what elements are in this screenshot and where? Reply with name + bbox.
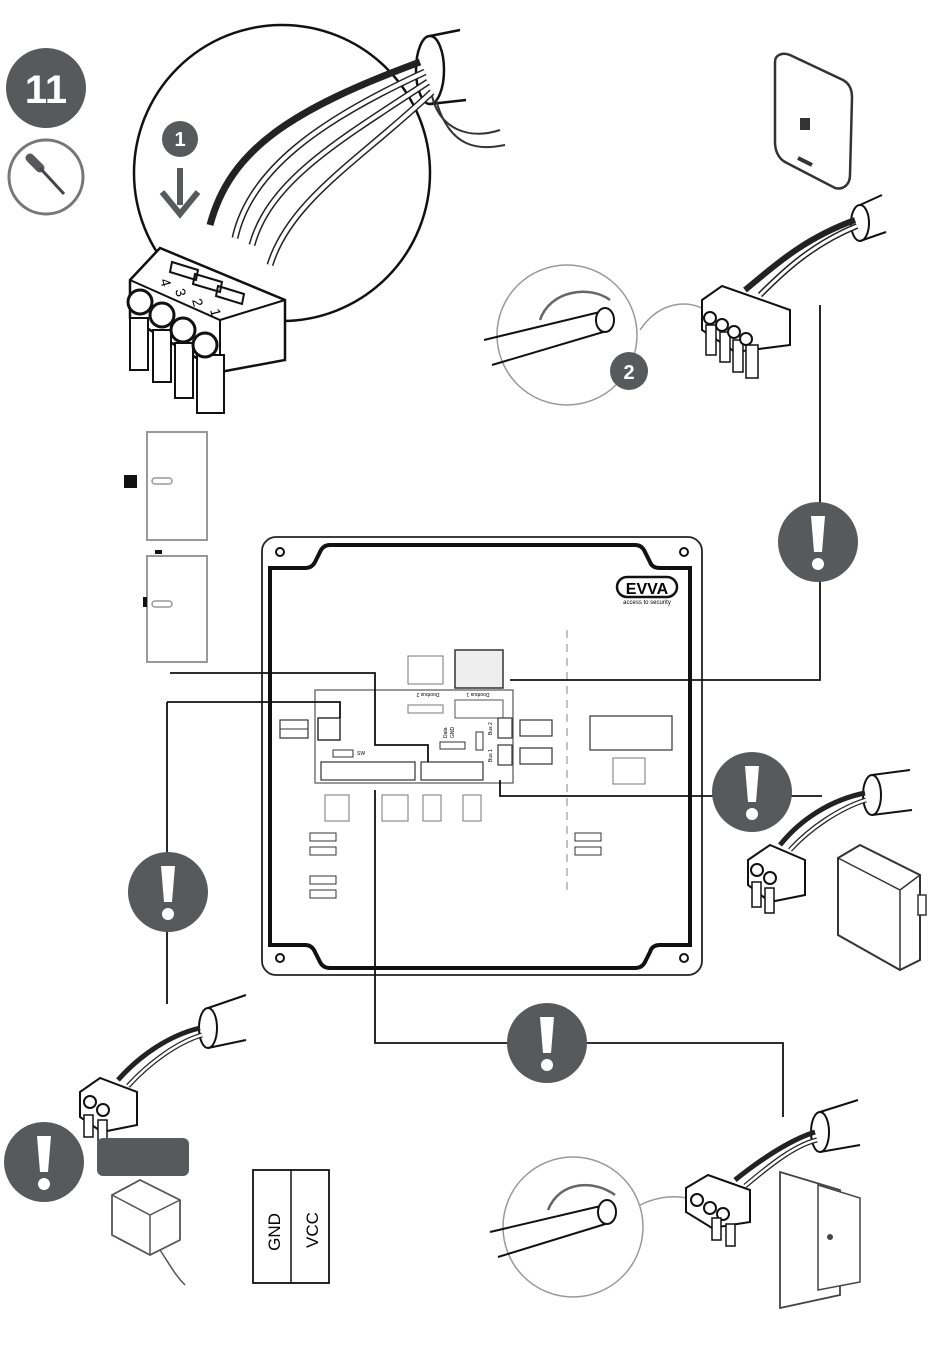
- svg-text:Bus 1: Bus 1: [488, 749, 494, 762]
- svg-text:SW: SW: [357, 751, 365, 757]
- svg-text:Bus 2: Bus 2: [488, 722, 494, 735]
- sw-cable-terminal: [80, 995, 246, 1142]
- svg-text:access to security: access to security: [623, 600, 671, 606]
- rotation-detail-bottom: [490, 1157, 695, 1297]
- reader-device: [775, 54, 852, 189]
- door-open-diagram: [143, 550, 207, 662]
- vcc-label: VCC: [303, 1212, 322, 1248]
- svg-text:2: 2: [623, 362, 634, 384]
- svg-text:Doorbus 2: Doorbus 2: [416, 691, 439, 697]
- warning-icon-network: [778, 502, 858, 582]
- door-closed-diagram: [124, 432, 207, 540]
- callout-2-badge: 2: [610, 352, 648, 390]
- power-label-bar: [97, 1138, 189, 1176]
- svg-text:EVVA: EVVA: [626, 581, 669, 598]
- evva-logo: EVVA access to security: [617, 577, 677, 606]
- svg-text:GND: GND: [450, 727, 456, 739]
- callout-1-badge: 1: [162, 121, 198, 157]
- terminal-block-top-right: [702, 195, 886, 378]
- step-number: 11: [25, 68, 67, 112]
- gnd-label: GND: [265, 1213, 284, 1251]
- step-badge: 11: [6, 48, 86, 128]
- warning-icon-relay: [507, 1003, 587, 1083]
- warning-icon-rs485: [712, 752, 792, 832]
- power-terminal-table: GND VCC: [253, 1170, 329, 1283]
- warning-icon-power: [4, 1122, 84, 1202]
- screwdriver-icon: [9, 140, 83, 214]
- svg-text:1: 1: [174, 129, 185, 151]
- rotation-detail-top: [484, 265, 705, 405]
- power-adapter: [97, 1138, 189, 1285]
- door-illustration: [780, 1172, 860, 1308]
- warning-icon-sw: [128, 852, 208, 932]
- svg-text:Data: Data: [443, 727, 449, 738]
- svg-text:Doorbus 1: Doorbus 1: [466, 691, 489, 697]
